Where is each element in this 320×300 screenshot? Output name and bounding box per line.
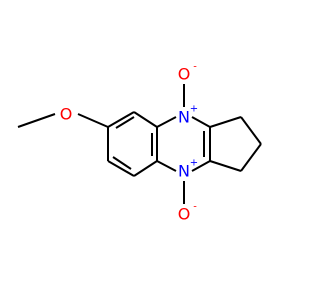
atom-labels: O N + O - N + O - bbox=[60, 62, 198, 224]
bond-benzene-5 bbox=[107, 160, 135, 177]
atom-nitrogen-top: N bbox=[178, 108, 190, 127]
atom-nitrogen-bottom: N bbox=[178, 162, 190, 181]
atom-methoxy-oxygen: O bbox=[60, 105, 73, 124]
bond-lines bbox=[17, 84, 262, 204]
bond-benzene-double-3 bbox=[112, 156, 132, 170]
bond-cyclopentane-1 bbox=[209, 116, 242, 128]
bond-benzene-1 bbox=[107, 111, 135, 128]
atom-oxygen-bottom: O bbox=[178, 205, 191, 224]
atom-oxygen-top: O bbox=[178, 65, 191, 84]
charge-oxygen-bottom: - bbox=[193, 202, 197, 213]
bond-cyclopentane-3 bbox=[240, 143, 262, 172]
bond-pyrazine-2 bbox=[191, 116, 211, 128]
bond-benzene-4 bbox=[133, 160, 158, 177]
bond-cyclopentane-4 bbox=[209, 160, 242, 172]
charge-nitrogen-top: + bbox=[190, 104, 198, 115]
charge-oxygen-top: - bbox=[193, 62, 197, 73]
bond-methyl-oxygen bbox=[17, 113, 56, 128]
charge-nitrogen-bottom: + bbox=[190, 158, 198, 169]
molecule-structure-diagram: O N + O - N + O - bbox=[17, 62, 262, 224]
bond-benzene-2 bbox=[133, 111, 158, 128]
bond-cyclopentane-2 bbox=[240, 116, 262, 145]
bond-pyrazine-1 bbox=[156, 116, 177, 128]
bond-pyrazine-4 bbox=[191, 160, 211, 172]
bond-oxygen-ring bbox=[77, 113, 109, 128]
bond-pyrazine-5 bbox=[156, 160, 177, 172]
bond-benzene-double-1 bbox=[115, 116, 135, 129]
